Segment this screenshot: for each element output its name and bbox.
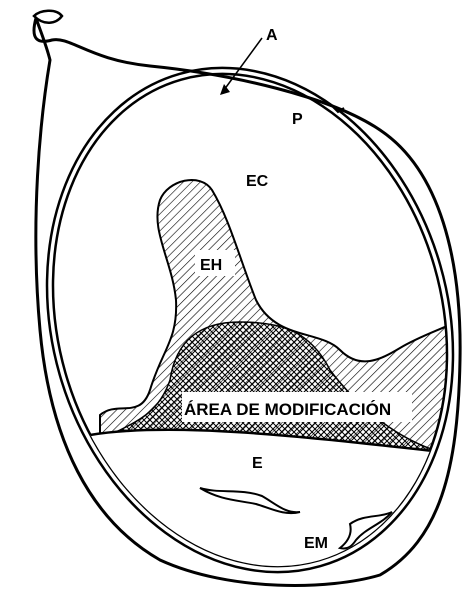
label-E: E [252, 455, 263, 472]
label-EC: EC [246, 173, 269, 190]
seed-tip [34, 11, 62, 23]
label-EM: EM [304, 535, 328, 552]
label-EH: EH [200, 257, 222, 274]
label-A: A [266, 27, 278, 44]
label-P: P [292, 111, 303, 128]
label-area-modificacion: ÁREA DE MODIFICACIÓN [184, 400, 391, 419]
